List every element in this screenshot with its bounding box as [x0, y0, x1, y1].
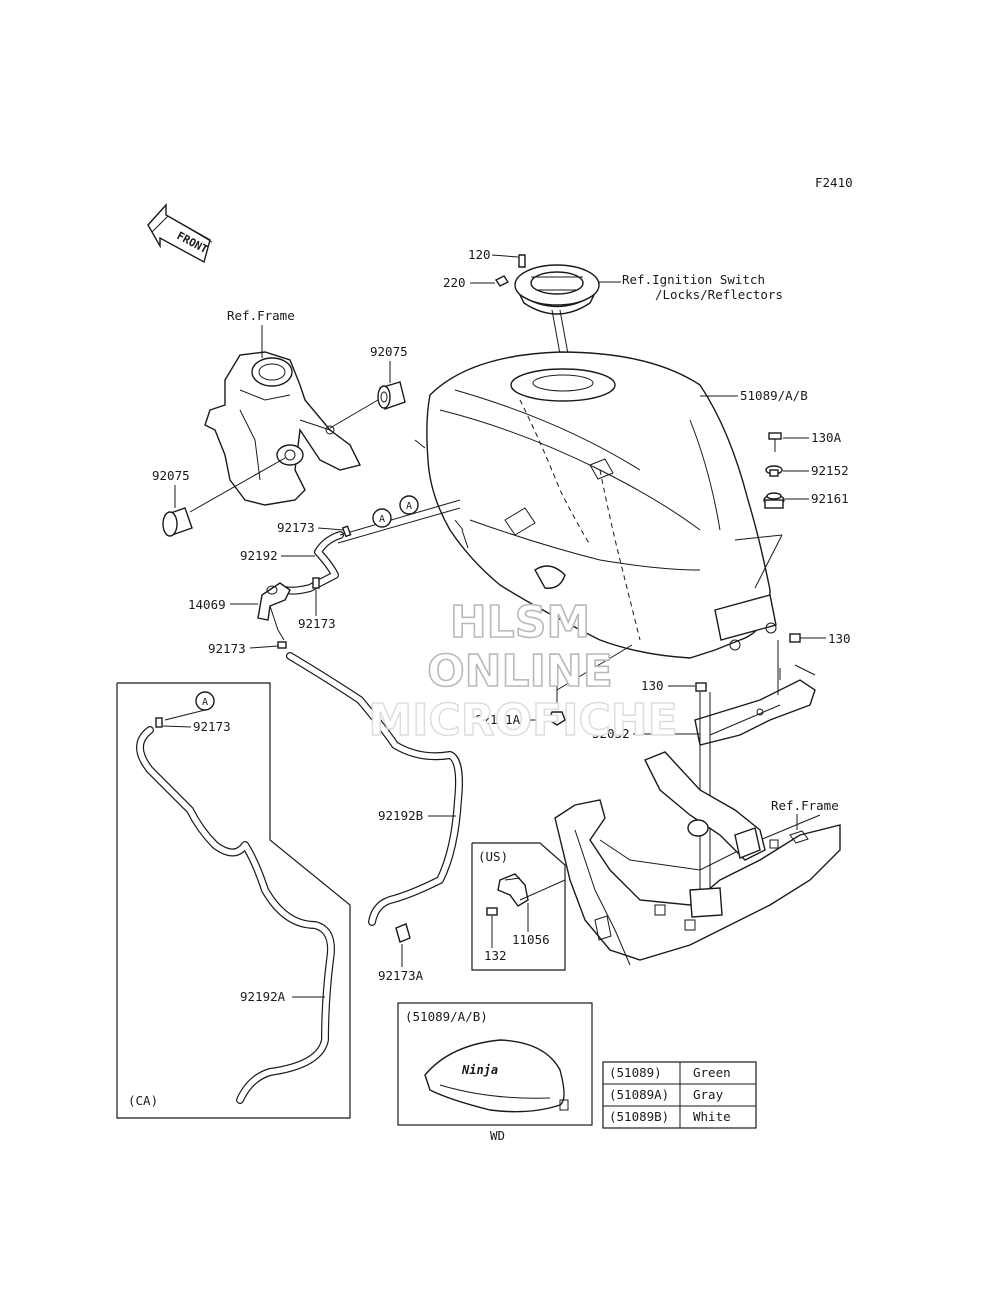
hose-92192A	[136, 726, 335, 1104]
label-92161: 92161	[811, 491, 849, 506]
fitting-14069	[257, 582, 291, 641]
label-92173-b: 92173	[298, 616, 336, 631]
label-32052: 32052	[592, 726, 630, 741]
label-92192: 92192	[240, 548, 278, 563]
watermark-line3: MICROFICHE	[368, 695, 677, 746]
clamp-92173-a-icon	[341, 525, 352, 538]
bracket-11056-icon	[497, 873, 529, 907]
label-92075-top: 92075	[370, 344, 408, 359]
frame-head	[204, 351, 362, 506]
bolt-130A-icon	[768, 432, 782, 452]
callout-a-3: A	[195, 691, 215, 711]
color-table-code: (51089A)	[609, 1087, 669, 1102]
clamp-92173-b-icon	[312, 577, 320, 589]
svg-text:A: A	[202, 697, 208, 708]
label-92161A: 92161A	[475, 712, 521, 727]
us-inset: (US) 132 11056	[471, 842, 566, 971]
ref-frame-top: Ref.Frame	[227, 308, 295, 323]
label-92173A: 92173A	[378, 968, 424, 983]
label-51089: 51089/A/B	[740, 388, 808, 403]
fuel-cap-assembly	[494, 254, 600, 366]
tank-logo: Ninja	[461, 1063, 498, 1077]
color-table-code: (51089B)	[609, 1109, 669, 1124]
collar-92152-icon	[765, 465, 783, 477]
bolt-130-right-icon	[789, 633, 801, 643]
figure-code: F2410	[815, 175, 853, 190]
ca-inset: A 92173 92192A (CA)	[116, 682, 351, 1119]
clip-92173A-icon	[395, 923, 411, 943]
label-92152: 92152	[811, 463, 849, 478]
bolt-130-mid-icon	[695, 682, 707, 692]
svg-text:A: A	[406, 501, 412, 512]
label-92075-left: 92075	[152, 468, 190, 483]
label-92192B: 92192B	[378, 808, 423, 823]
damper-92075-left-icon	[162, 507, 193, 537]
label-220: 220	[443, 275, 466, 290]
watermark-line2: ONLINE	[427, 646, 613, 697]
label-132: 132	[484, 948, 507, 963]
fuel-tank	[414, 351, 783, 659]
color-table: (51089) Green (51089A) Gray (51089B) Whi…	[602, 1061, 757, 1129]
clamp-92173-c-icon	[277, 641, 287, 649]
label-92173-c: 92173	[208, 641, 246, 656]
label-11056: 11056	[512, 932, 550, 947]
front-arrow-icon: FRONT	[147, 203, 213, 264]
grommet-92161A-icon	[548, 711, 566, 726]
watermark: HLSM ONLINE MICROFICHE	[368, 596, 679, 747]
bracket-32052	[694, 664, 816, 746]
svg-text:A: A	[379, 514, 385, 525]
color-table-color: Gray	[693, 1087, 724, 1102]
callout-a-1: A	[372, 508, 392, 528]
damper-92075-top-icon	[377, 381, 406, 410]
bolt-132-icon	[486, 907, 498, 916]
main-frame	[554, 751, 841, 966]
color-table-color: White	[693, 1109, 731, 1124]
wd-label: WD	[490, 1128, 505, 1143]
grommet-92161-icon	[763, 492, 785, 509]
callout-a-2: A	[399, 495, 419, 515]
ref-ignition-line2: /Locks/Reflectors	[655, 287, 783, 302]
tank-variant-label: (51089/A/B)	[405, 1009, 488, 1024]
us-label: (US)	[478, 849, 508, 864]
tank-variant-inset: (51089/A/B) Ninja WD	[397, 1002, 593, 1143]
ref-frame-bottom: Ref.Frame	[771, 798, 839, 813]
hose-92192B	[286, 652, 463, 926]
label-92192A: 92192A	[240, 989, 286, 1004]
ca-label: (CA)	[128, 1093, 158, 1108]
label-92173-a: 92173	[277, 520, 315, 535]
label-130A: 130A	[811, 430, 842, 445]
ref-ignition-line1: Ref.Ignition Switch	[622, 272, 765, 287]
color-table-color: Green	[693, 1065, 731, 1080]
hose-92192	[281, 531, 344, 595]
label-130-right: 130	[828, 631, 851, 646]
watermark-line1: HLSM	[450, 597, 590, 648]
label-130-mid: 130	[641, 678, 664, 693]
label-120: 120	[468, 247, 491, 262]
clamp-92173-ca-icon	[155, 717, 163, 728]
color-table-code: (51089)	[609, 1065, 662, 1080]
label-14069: 14069	[188, 597, 226, 612]
label-92173-ca: 92173	[193, 719, 231, 734]
